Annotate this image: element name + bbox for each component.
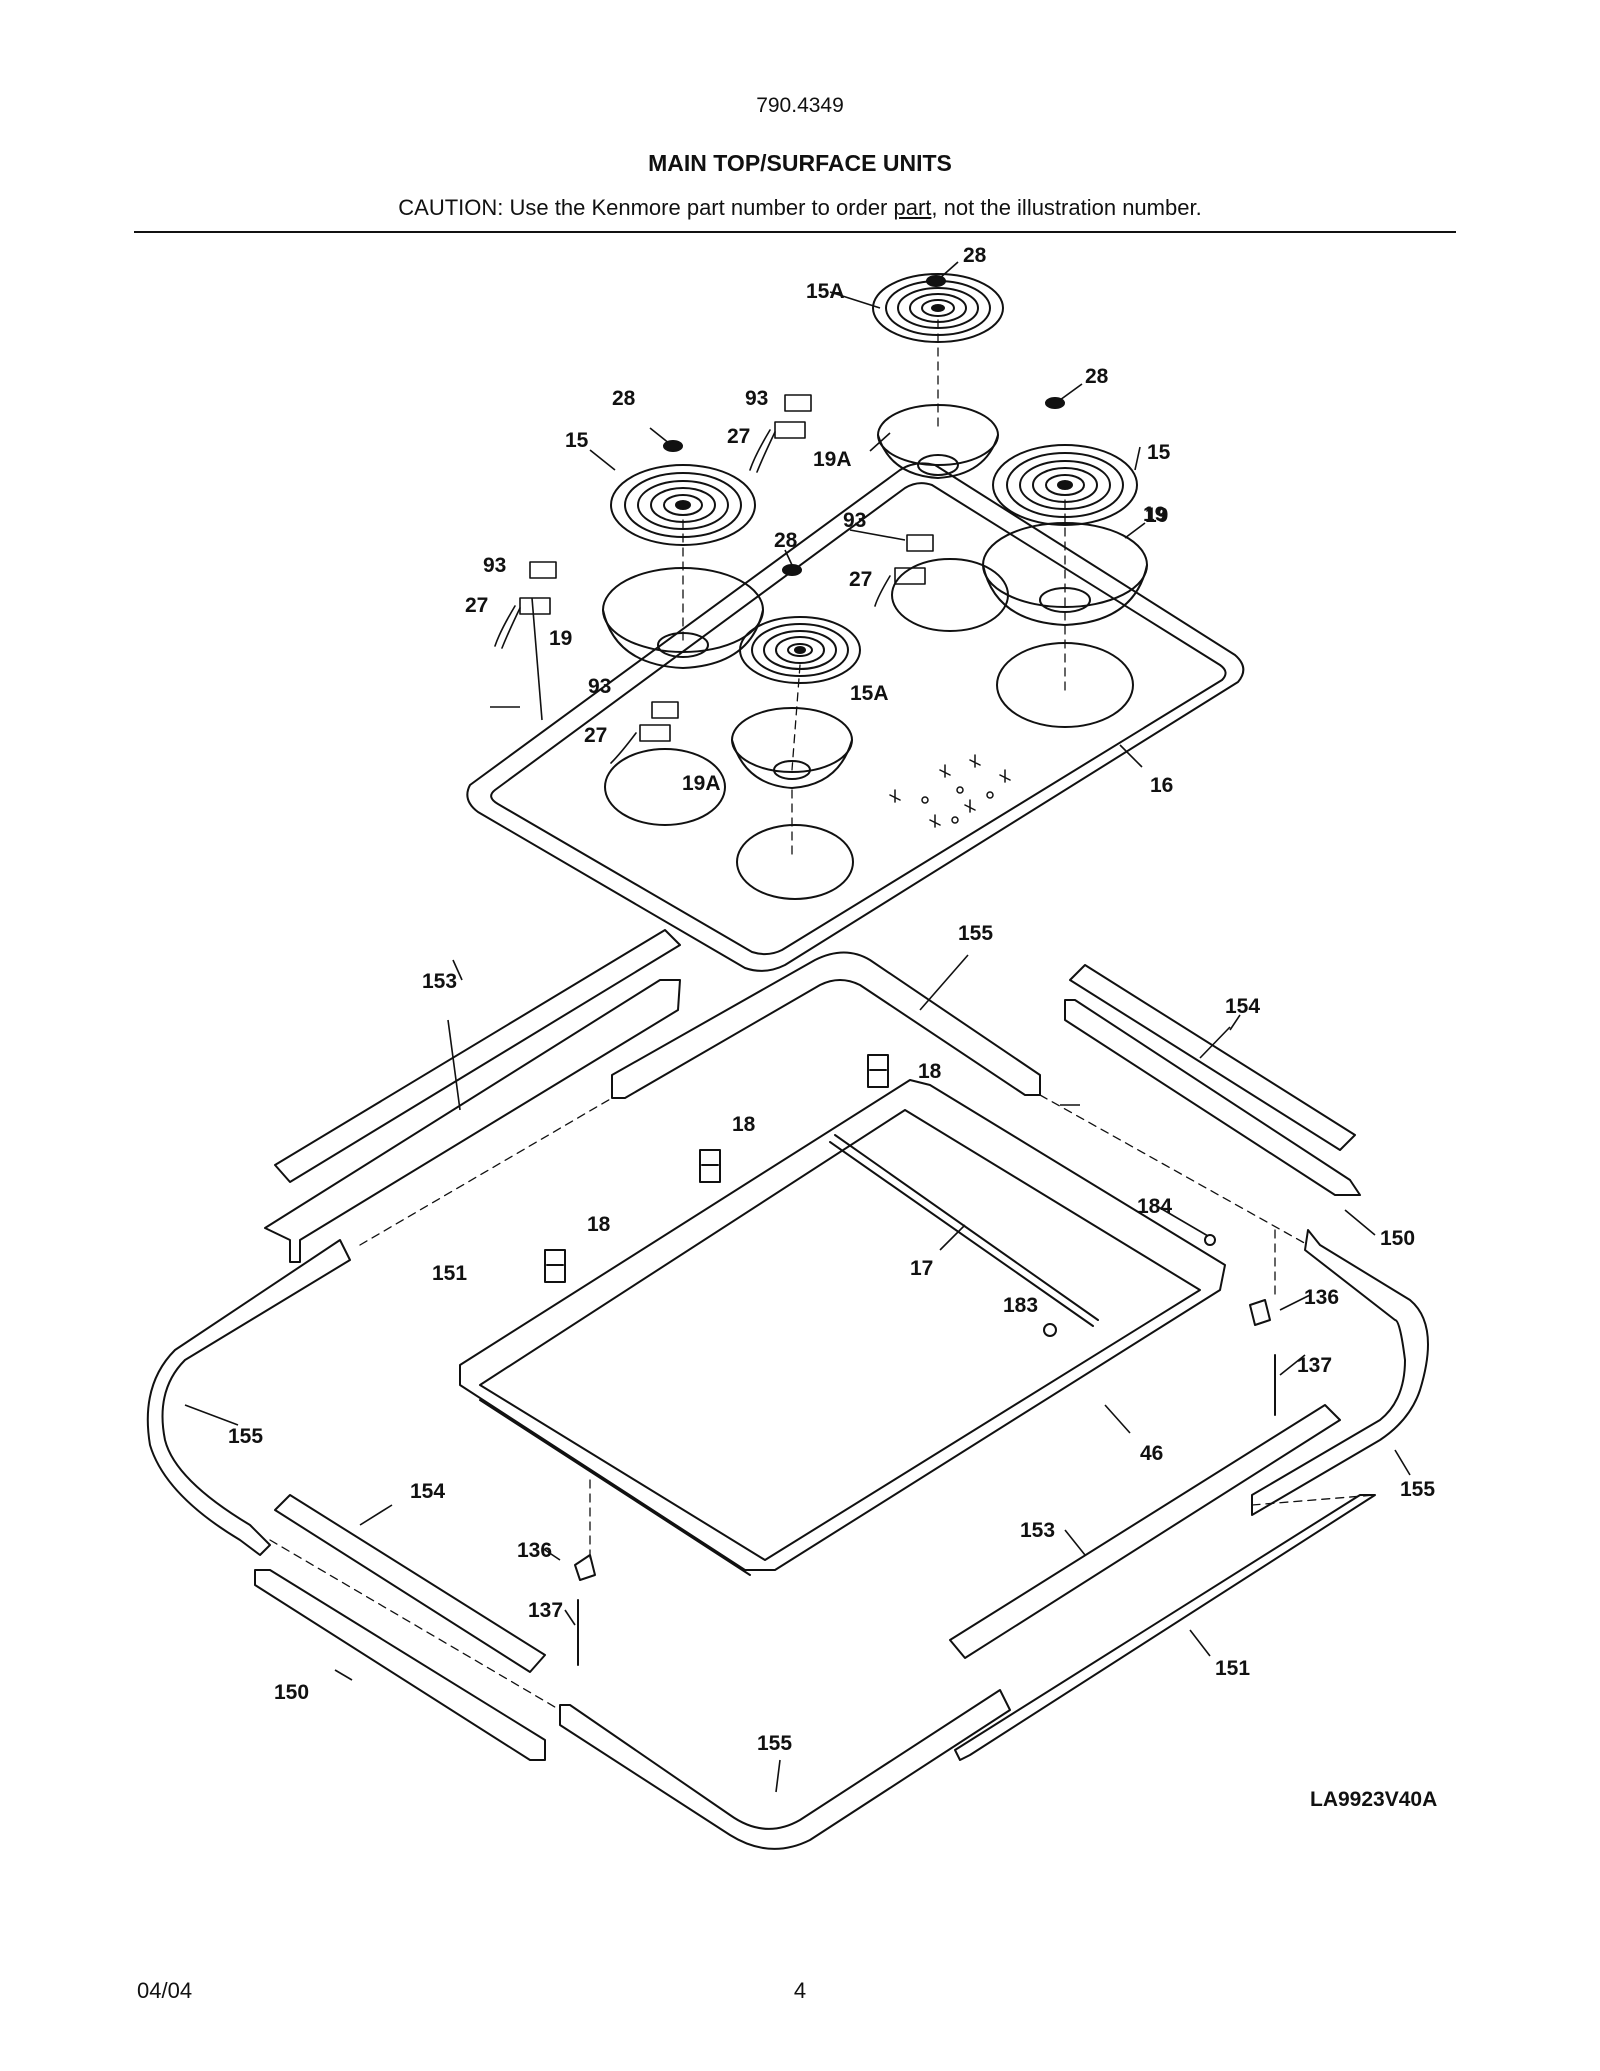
cooktop-opening (891, 558, 1009, 632)
callout-labels: 28 15A 28 93 27 19A 15 28 15 93 19 93 27… (228, 244, 1435, 1755)
footer-page-number: 4 (793, 1978, 807, 2003)
caution-text: CAUTION: Use the Kenmore part number to … (0, 195, 1600, 221)
callout-label: 28 (612, 387, 636, 410)
callout-label: 28 (1085, 365, 1109, 388)
callout-label: 150 (1380, 1227, 1415, 1250)
header-divider (134, 231, 1456, 233)
callout-label: 27 (849, 568, 872, 591)
callout-label: 155 (757, 1732, 792, 1755)
trim-strip-153-lower-right (949, 1404, 1341, 1659)
trim-cap-28 (926, 275, 946, 287)
callout-label: 27 (465, 594, 488, 617)
callout-label: 93 (745, 387, 768, 410)
surface-element-15-left (610, 464, 756, 546)
callout-label: 19 (549, 627, 572, 650)
callout-label: 155 (1400, 1478, 1435, 1501)
frame-155-upper (611, 951, 1041, 1099)
trim-strip-151-lower-right (954, 1494, 1376, 1761)
callout-label: 18 (918, 1060, 942, 1083)
callout-label: 19 (1145, 504, 1168, 527)
callout-label: 27 (584, 724, 607, 747)
hinge-bracket-18 (544, 1249, 566, 1283)
callout-label: 155 (228, 1425, 263, 1448)
hinge-bracket-18 (699, 1149, 721, 1183)
trim-strip-154-upper-right (1069, 964, 1356, 1151)
cooktop-opening (736, 824, 854, 900)
callout-label: 137 (528, 1599, 563, 1622)
callout-label: 16 (1150, 774, 1173, 797)
callout-label: 15A (806, 280, 845, 303)
callout-label: 28 (774, 529, 798, 552)
trim-cap-28 (1045, 397, 1065, 409)
callout-label: 18 (587, 1213, 611, 1236)
callout-label: 155 (958, 922, 993, 945)
callout-label: 137 (1297, 1354, 1332, 1377)
callout-label: 153 (1020, 1519, 1055, 1542)
hinge-bracket-18 (867, 1054, 889, 1088)
surface-element-15-right (992, 444, 1138, 526)
trim-strip-150-lower-left (254, 1569, 546, 1761)
callout-label: 136 (1304, 1286, 1339, 1309)
callout-label: 15 (1147, 441, 1171, 464)
callout-label: 19A (813, 448, 852, 471)
callout-label: 15 (565, 429, 589, 452)
page-title: MAIN TOP/SURFACE UNITS (648, 150, 952, 176)
callout-label: 150 (274, 1681, 309, 1704)
callout-label: 154 (1225, 995, 1260, 1018)
alignment-lines (682, 319, 1066, 861)
callout-label: 151 (432, 1262, 467, 1285)
cooktop-box-46 (459, 1079, 1226, 1576)
callout-label: 28 (963, 244, 987, 267)
caution-text-end: , not the illustration number. (931, 195, 1202, 220)
trim-cap-28 (782, 564, 802, 576)
bracket-136 (1249, 1299, 1271, 1326)
trim-strip-153-upper-left (274, 929, 681, 1183)
callout-label: 27 (727, 425, 750, 448)
bracket-136 (574, 1554, 596, 1581)
model-number: 790.4349 (756, 94, 844, 117)
callout-label: 15A (850, 682, 889, 705)
assembly-lines (269, 1094, 1376, 1711)
callout-label: 183 (1003, 1294, 1038, 1317)
trim-strip-151-upper-left (264, 979, 681, 1263)
callout-label: 19 (1143, 503, 1166, 526)
control-marks (889, 754, 1011, 828)
frame-155-left (146, 1239, 351, 1556)
surface-element-15a-front (739, 616, 861, 684)
callout-label: 17 (910, 1257, 933, 1280)
trim-strip-154-lower-left (274, 1494, 546, 1673)
footer-date: 04/04 (137, 1978, 193, 2003)
callout-leaders (184, 261, 1411, 1793)
diagram-code: LA9923V40A (1310, 1788, 1437, 1811)
support-bar-17 (829, 1134, 1099, 1327)
callout-label: 153 (422, 970, 457, 993)
screw-183 (1043, 1323, 1057, 1337)
callout-label: 93 (483, 554, 506, 577)
cooktop-opening (604, 748, 726, 826)
callout-label: 93 (843, 509, 866, 532)
frame-155-right (1251, 1229, 1429, 1516)
drip-bowl-19a-front (731, 707, 853, 789)
trim-cap-28 (663, 440, 683, 452)
callout-label: 184 (1137, 1195, 1172, 1218)
receptacle-assembly (494, 394, 934, 764)
callout-label: 19A (682, 772, 721, 795)
callout-label: 46 (1140, 1442, 1163, 1465)
main-top-panel (466, 462, 1245, 972)
trim-strip-150-upper-right (1064, 999, 1361, 1196)
caution-text-start: CAUTION: Use the Kenmore part number to … (398, 195, 894, 220)
callout-label: 154 (410, 1480, 445, 1503)
frame-155-lower (559, 1689, 1011, 1850)
callout-label: 136 (517, 1539, 552, 1562)
callout-label: 93 (588, 675, 611, 698)
nut-184 (1204, 1234, 1216, 1246)
callout-label: 18 (732, 1113, 756, 1136)
caution-underlined-word: part (893, 195, 932, 220)
callout-label: 151 (1215, 1657, 1250, 1680)
